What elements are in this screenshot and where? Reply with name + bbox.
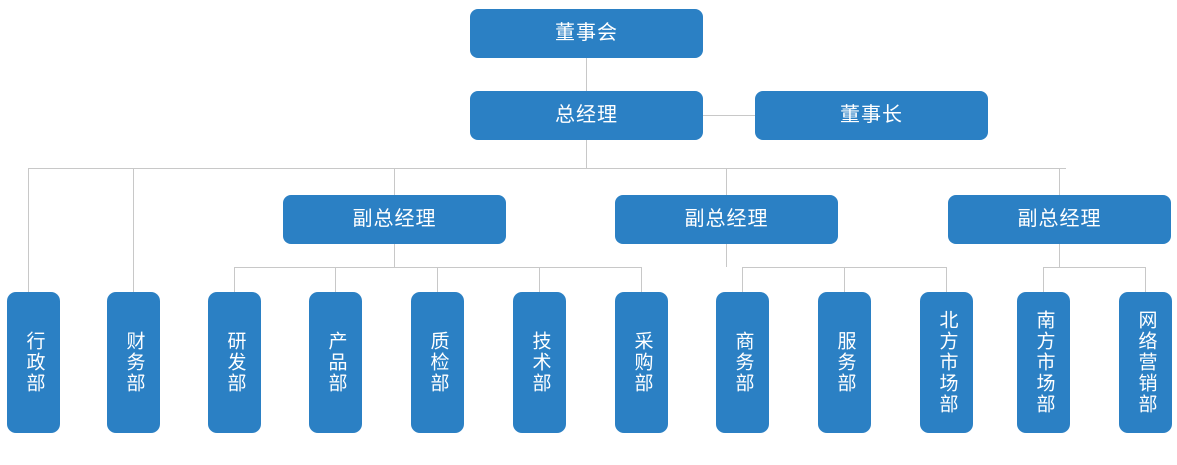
connector-vp1-to-procurement xyxy=(641,267,642,292)
connector-vp1-to-product xyxy=(335,267,336,292)
node-department-product-label: 产品部 xyxy=(325,331,347,394)
node-department-service[interactable]: 服务部 xyxy=(818,292,871,433)
connector-bus-to-vp3 xyxy=(1059,168,1060,195)
connector-vp2-to-service xyxy=(844,267,845,292)
node-department-north-market-label: 北方市场部 xyxy=(936,310,958,415)
connector-bus-to-admin xyxy=(28,168,29,292)
connector-bus-to-vp1 xyxy=(394,168,395,195)
node-department-procurement-label: 采购部 xyxy=(631,331,653,394)
node-general-manager[interactable]: 总经理 xyxy=(470,91,703,140)
connector-vp3-to-south-market xyxy=(1043,267,1044,292)
node-department-admin[interactable]: 行政部 xyxy=(7,292,60,433)
node-department-product[interactable]: 产品部 xyxy=(309,292,362,433)
node-department-technology-label: 技术部 xyxy=(529,331,551,394)
node-vp1-label: 副总经理 xyxy=(352,207,437,230)
node-general-manager-label: 总经理 xyxy=(555,103,618,126)
connector-vp3-to-online-marketing xyxy=(1145,267,1146,292)
connector-vp2-to-north-market xyxy=(946,267,947,292)
connector-main-bus xyxy=(28,168,1066,169)
connector-vp2-to-business xyxy=(742,267,743,292)
node-department-south-market[interactable]: 南方市场部 xyxy=(1017,292,1070,433)
node-department-finance[interactable]: 财务部 xyxy=(107,292,160,433)
connector-vp3-bus xyxy=(1043,267,1145,268)
node-department-rnd[interactable]: 研发部 xyxy=(208,292,261,433)
connector-bus-to-finance xyxy=(133,168,134,292)
node-department-procurement[interactable]: 采购部 xyxy=(615,292,668,433)
node-vp2[interactable]: 副总经理 xyxy=(615,195,838,244)
connector-vp1-to-quality xyxy=(437,267,438,292)
node-department-business-label: 商务部 xyxy=(732,331,754,394)
connector-gm-to-bus xyxy=(586,140,587,168)
connector-vp2-stem xyxy=(726,244,727,267)
node-board-label: 董事会 xyxy=(555,21,618,44)
node-department-admin-label: 行政部 xyxy=(23,331,45,394)
connector-bus-to-vp2 xyxy=(726,168,727,195)
node-department-service-label: 服务部 xyxy=(834,331,856,394)
node-chairman[interactable]: 董事长 xyxy=(755,91,988,140)
node-department-online-marketing-label: 网络营销部 xyxy=(1135,310,1157,415)
connector-vp3-stem xyxy=(1059,244,1060,267)
node-department-business[interactable]: 商务部 xyxy=(716,292,769,433)
node-department-quality[interactable]: 质检部 xyxy=(411,292,464,433)
node-department-online-marketing[interactable]: 网络营销部 xyxy=(1119,292,1172,433)
connector-board-to-gm xyxy=(586,58,587,91)
connector-vp1-stem xyxy=(394,244,395,267)
node-vp1[interactable]: 副总经理 xyxy=(283,195,506,244)
node-department-finance-label: 财务部 xyxy=(123,331,145,394)
node-department-rnd-label: 研发部 xyxy=(224,331,246,394)
node-department-quality-label: 质检部 xyxy=(427,331,449,394)
connector-gm-to-chairman xyxy=(703,115,755,116)
connector-vp1-to-technology xyxy=(539,267,540,292)
node-vp3[interactable]: 副总经理 xyxy=(948,195,1171,244)
node-vp2-label: 副总经理 xyxy=(684,207,769,230)
node-chairman-label: 董事长 xyxy=(840,103,903,126)
node-department-north-market[interactable]: 北方市场部 xyxy=(920,292,973,433)
node-board[interactable]: 董事会 xyxy=(470,9,703,58)
node-department-technology[interactable]: 技术部 xyxy=(513,292,566,433)
node-department-south-market-label: 南方市场部 xyxy=(1033,310,1055,415)
connector-vp1-to-rnd xyxy=(234,267,235,292)
node-vp3-label: 副总经理 xyxy=(1017,207,1102,230)
